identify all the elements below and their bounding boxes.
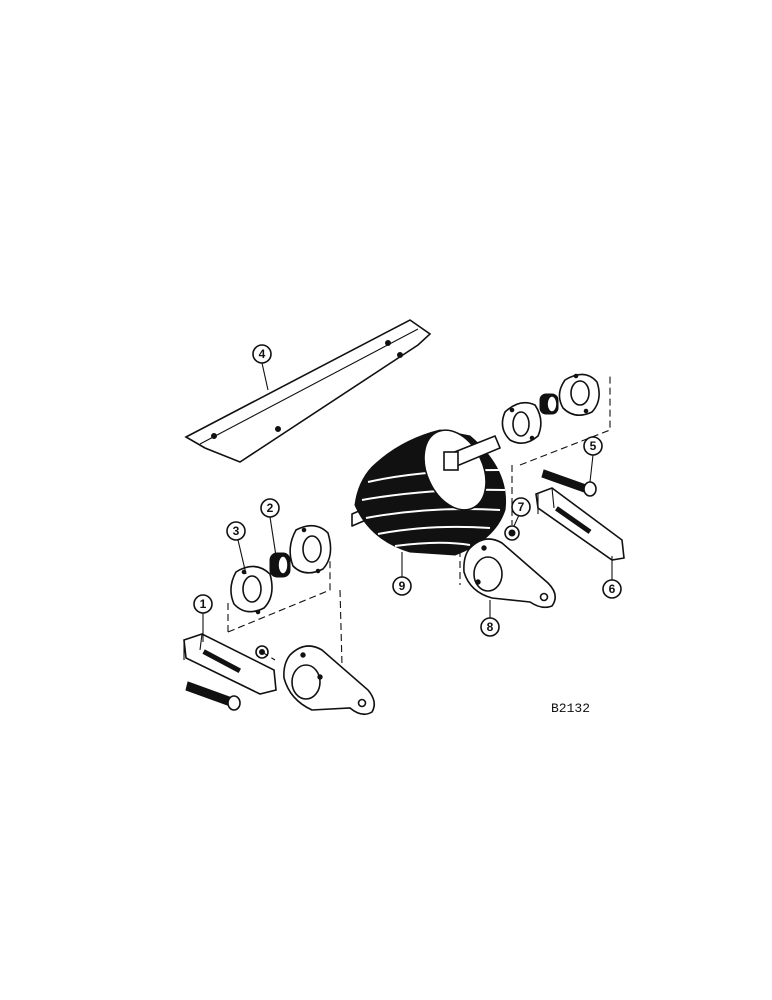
callout-1: 1	[193, 594, 213, 614]
nut-part	[504, 525, 520, 541]
right-mounting-plate-part	[463, 538, 556, 609]
right-carriage-bolt-part	[541, 469, 597, 497]
callout-4-label: 4	[259, 347, 266, 361]
left-inner-flange-part	[289, 524, 332, 574]
callout-3: 3	[226, 521, 246, 541]
right-bracket-part	[535, 487, 625, 561]
roller-drum-part	[351, 429, 507, 556]
left-outer-flange-part	[230, 565, 273, 615]
right-outer-flange-part	[558, 373, 600, 416]
left-mounting-plate-part	[283, 645, 376, 716]
callout-2-label: 2	[267, 501, 274, 515]
left-bearing-part	[269, 552, 291, 578]
right-bearing-part	[539, 393, 559, 415]
callout-7: 7	[511, 497, 531, 517]
right-inner-flange-part	[501, 401, 542, 444]
callout-4: 4	[252, 344, 272, 364]
callout-6-label: 6	[609, 582, 616, 596]
callout-1-label: 1	[200, 597, 207, 611]
callout-9-label: 9	[399, 579, 406, 593]
callout-2: 2	[260, 498, 280, 518]
left-bracket-part	[183, 633, 277, 695]
callout-9: 9	[392, 576, 412, 596]
callout-8-label: 8	[487, 620, 494, 634]
callout-6: 6	[602, 579, 622, 599]
callout-5: 5	[583, 436, 603, 456]
angle-strip-part	[184, 319, 432, 463]
callout-7-label: 7	[518, 500, 525, 514]
leader-lines	[202, 362, 613, 642]
assembly-lines	[227, 375, 611, 666]
callout-8: 8	[480, 617, 500, 637]
figure-reference: B2132	[551, 701, 590, 716]
left-carriage-bolt-part	[185, 681, 241, 711]
callout-5-label: 5	[590, 439, 597, 453]
callout-3-label: 3	[233, 524, 240, 538]
